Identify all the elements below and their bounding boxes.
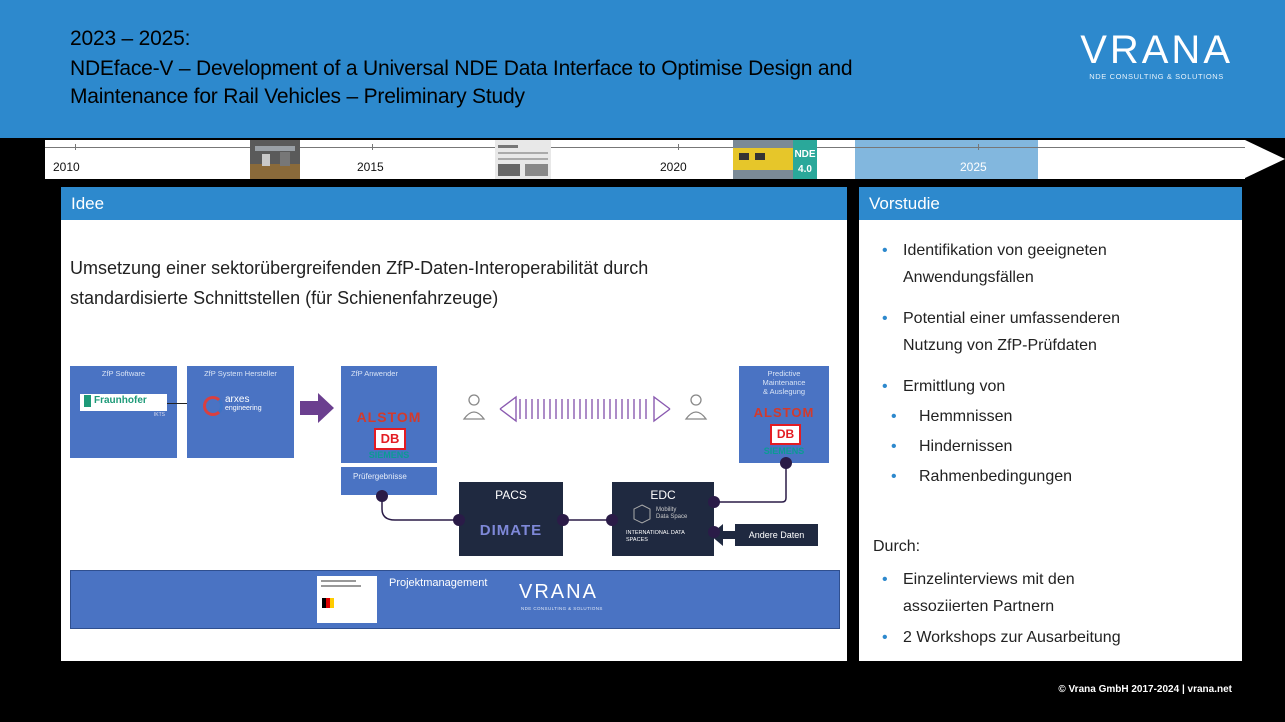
timeline-photo-factory	[250, 140, 300, 179]
vorstudie-panel: Vorstudie •Identifikation von geeigneten…	[859, 187, 1242, 661]
pacs-label: PACS	[495, 488, 527, 502]
idee-text: Umsetzung einer sektorübergreifenden ZfP…	[70, 253, 810, 313]
connector-node	[453, 514, 465, 526]
vorstudie-heading: Vorstudie	[859, 187, 1242, 220]
list-item: •2 Workshops zur Ausarbeitung	[882, 629, 1121, 646]
timeline-year-2015: 2015	[357, 160, 384, 174]
projektmanagement-bar: Projektmanagement VRANA NDE CONSULTING &…	[70, 570, 840, 629]
box-predictive-maintenance: Predictive Maintenance & Auslegung ALSTO…	[739, 366, 829, 463]
dimate-logo: DIMATE	[479, 522, 543, 539]
timeline-axis	[45, 147, 1245, 148]
box-title: ZfP Software	[101, 369, 146, 378]
timeline-tick	[75, 144, 76, 150]
alstom-logo: ALSTOM	[753, 405, 815, 420]
data-exchange-icon	[462, 394, 708, 423]
title-line-2: Maintenance for Rail Vehicles – Prelimin…	[70, 85, 525, 108]
timeline-year-2010: 2010	[53, 160, 80, 174]
idee-text-line-1: Umsetzung einer sektorübergreifenden ZfP…	[70, 258, 649, 278]
box-zfp-hersteller: ZfP System Hersteller arxes engineering	[187, 366, 294, 458]
timeline-tick	[978, 144, 979, 150]
list-item: •Einzelinterviews mit den	[882, 571, 1075, 588]
db-logo: DB	[374, 428, 406, 450]
list-item: •Hindernissen	[891, 438, 1013, 455]
idee-panel: Idee Umsetzung einer sektorübergreifende…	[61, 187, 847, 661]
list-item: assoziierten Partnern	[903, 598, 1055, 615]
connector-node	[708, 496, 720, 508]
connector-line	[167, 403, 195, 404]
arxes-logo-icon	[203, 396, 223, 416]
box-zfp-anwender: ZfP Anwender ALSTOM DB SIEMENS	[341, 366, 437, 463]
footer-copyright: © Vrana GmbH 2017-2024 | vrana.net	[1058, 684, 1232, 695]
arxes-logo-sub: engineering	[225, 405, 262, 412]
timeline-year-2025: 2025	[960, 160, 987, 174]
vorstudie-list: •Identifikation von geeigneten Anwendung…	[873, 229, 1233, 490]
connector-node	[376, 490, 388, 502]
idee-heading: Idee	[61, 187, 847, 220]
box-title: ZfP System Hersteller	[204, 369, 277, 378]
fraunhofer-sub: IKTS	[153, 412, 165, 418]
projektmanagement-label: Projektmanagement	[389, 577, 488, 589]
siemens-logo: SIEMENS	[763, 446, 805, 456]
flow-arrow-icon	[300, 393, 334, 423]
list-item: •Potential einer umfassenderen	[882, 310, 1121, 327]
connector-node	[606, 514, 618, 526]
timeline-photo-train: NDE 4.0	[733, 140, 817, 179]
slide-header: 2023 – 2025: NDEface-V – Development of …	[0, 0, 1285, 138]
list-item: Nutzung von ZfP-Prüfdaten	[903, 337, 1097, 354]
bmwk-logo	[317, 576, 377, 623]
list-item: •Ermittlung von	[882, 378, 1006, 395]
logo-subtext: NDE CONSULTING & SOLUTIONS	[1089, 72, 1224, 81]
box-zfp-software: ZfP Software Fraunhofer IKTS	[70, 366, 177, 458]
pruefergebnisse-label: Prüfergebnisse	[353, 472, 407, 481]
box-pruefergebnisse: Prüfergebnisse	[341, 467, 437, 495]
alstom-logo: ALSTOM	[356, 409, 422, 425]
timeline-tick	[678, 144, 679, 150]
timeline-year-2020: 2020	[660, 160, 687, 174]
box-pacs: PACS DIMATE	[459, 482, 563, 556]
edc-label: EDC	[650, 488, 676, 502]
title-years: 2023 – 2025:	[70, 27, 191, 50]
db-logo: DB	[770, 424, 801, 445]
fraunhofer-logo: Fraunhofer	[80, 394, 167, 411]
timeline-bar: 2010 2015 2020 2025 NDE 4.0	[45, 140, 1245, 179]
vrana-logo-small: VRANA	[519, 581, 598, 603]
durch-list: •Einzelinterviews mit den assoziierten P…	[873, 566, 1233, 651]
timeline-tick	[372, 144, 373, 150]
connector-node	[708, 526, 720, 538]
mobility-data-space-text: Mobility Data Space	[656, 507, 688, 520]
box-edc: EDC Mobility Data Space INTERNATIONAL DA…	[612, 482, 714, 556]
arxes-logo-text: arxes	[225, 394, 250, 405]
connector-node	[557, 514, 569, 526]
svg-text:4.0: 4.0	[798, 164, 812, 175]
logo-text: VRANA	[1080, 28, 1233, 72]
predictive-title: Predictive Maintenance & Auslegung	[762, 369, 806, 396]
ids-text: INTERNATIONAL DATA SPACES	[626, 530, 685, 543]
connector-lines	[381, 463, 787, 521]
connector-node	[780, 457, 792, 469]
timeline-arrowhead	[1245, 140, 1285, 178]
vrana-logo: VRANA NDE CONSULTING & SOLUTIONS	[1080, 30, 1233, 81]
siemens-logo: SIEMENS	[368, 450, 410, 460]
durch-label: Durch:	[873, 538, 921, 555]
list-item: •Hemmnissen	[891, 408, 1013, 425]
list-item: Anwendungsfällen	[903, 269, 1034, 286]
architecture-diagram: ZfP Software Fraunhofer IKTS ZfP System …	[70, 359, 840, 629]
timeline-highlight	[855, 140, 1038, 179]
box-andere-daten: Andere Daten	[735, 524, 818, 546]
title-line-1: NDEface-V – Development of a Universal N…	[70, 57, 853, 80]
list-item: •Rahmenbedingungen	[891, 468, 1073, 485]
box-title: ZfP Anwender	[351, 369, 398, 378]
vrana-logo-small-sub: NDE CONSULTING & SOLUTIONS	[521, 606, 603, 611]
list-item: •Identifikation von geeigneten	[882, 242, 1107, 259]
mobility-data-space-icon	[633, 504, 651, 524]
svg-text:NDE: NDE	[794, 149, 815, 160]
idee-text-line-2: standardisierte Schnittstellen (für Schi…	[70, 288, 499, 308]
timeline-photo-document	[495, 140, 551, 179]
